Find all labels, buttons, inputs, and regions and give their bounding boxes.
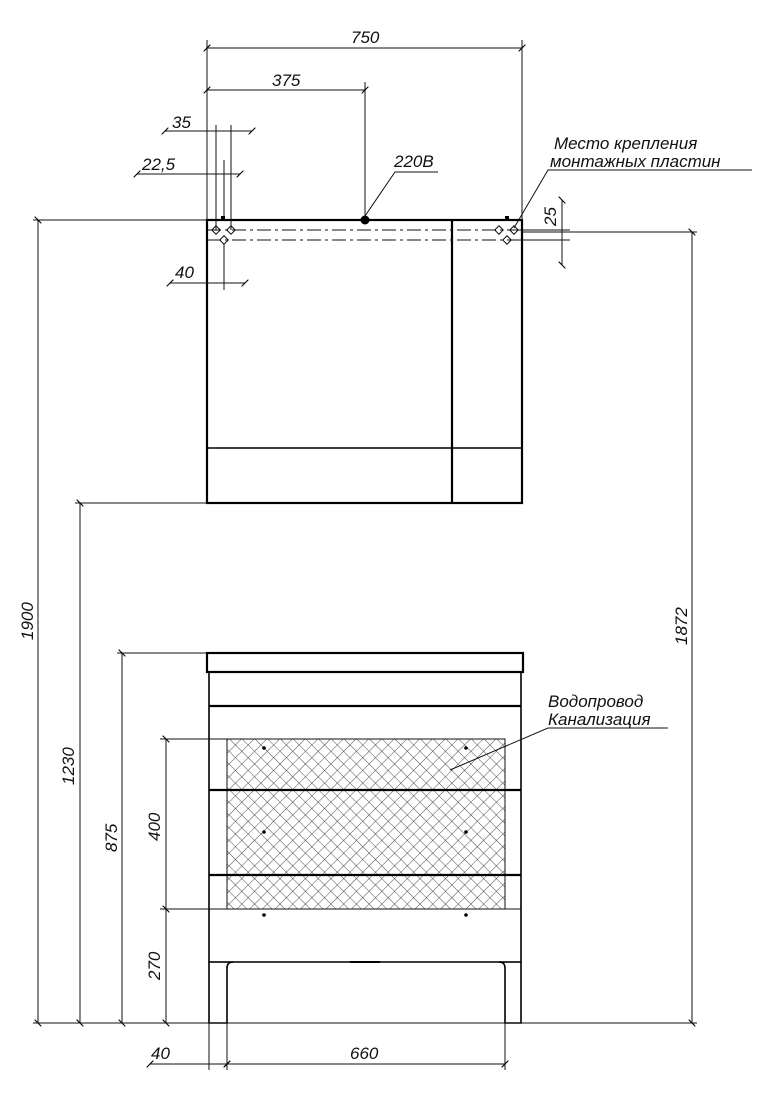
plumbing-label-line2: Канализация: [548, 710, 651, 729]
dim-270: 270: [145, 951, 164, 981]
mount-leader: [513, 169, 752, 229]
dim-1872: 1872: [672, 607, 691, 645]
mount-point: [502, 235, 512, 245]
plumbing-label-line1: Водопровод: [548, 692, 643, 711]
dim-1230: 1230: [59, 747, 78, 785]
dim-750: 750: [351, 28, 380, 47]
dim-660: 660: [350, 1044, 379, 1063]
plumbing-leader: [449, 727, 668, 771]
plumbing-zone: [226, 738, 506, 910]
dim-375: 375: [272, 71, 301, 90]
vanity-cabinet: [205, 651, 525, 1024]
power-leader: [364, 171, 438, 217]
dimension-texts: 750 375 35 22,5 40 25 1900 1230 875 400 …: [18, 28, 691, 1063]
upper-cabinet-body: [205, 218, 524, 505]
dim-400: 400: [145, 812, 164, 841]
dim-1900: 1900: [18, 602, 37, 640]
mount-point: [494, 225, 504, 235]
mount-label-line1: Место крепления: [554, 134, 697, 153]
dim-35: 35: [172, 113, 191, 132]
annotation-labels: 220В Место крепления монтажных пластин В…: [393, 134, 721, 729]
dim-875: 875: [102, 823, 121, 852]
mount-point: [509, 225, 519, 235]
dimension-lines: [33, 40, 752, 1070]
mount-point: [226, 225, 236, 235]
dim-40-bottom: 40: [151, 1044, 170, 1063]
mount-point: [221, 216, 225, 220]
mount-point: [219, 235, 229, 245]
dim-25: 25: [541, 207, 560, 227]
power-label: 220В: [393, 152, 434, 171]
left-leg: [208, 961, 234, 1024]
vanity-countertop: [205, 651, 525, 674]
mount-label-line2: монтажных пластин: [550, 152, 721, 171]
upper-cabinet: [205, 215, 524, 505]
mount-point: [505, 216, 509, 220]
power-outlet-icon: [360, 215, 370, 225]
mount-points: [211, 216, 519, 245]
dim-22-5: 22,5: [141, 155, 176, 174]
mount-point: [211, 225, 221, 235]
dim-40-top: 40: [175, 263, 194, 282]
right-leg: [498, 961, 522, 1024]
